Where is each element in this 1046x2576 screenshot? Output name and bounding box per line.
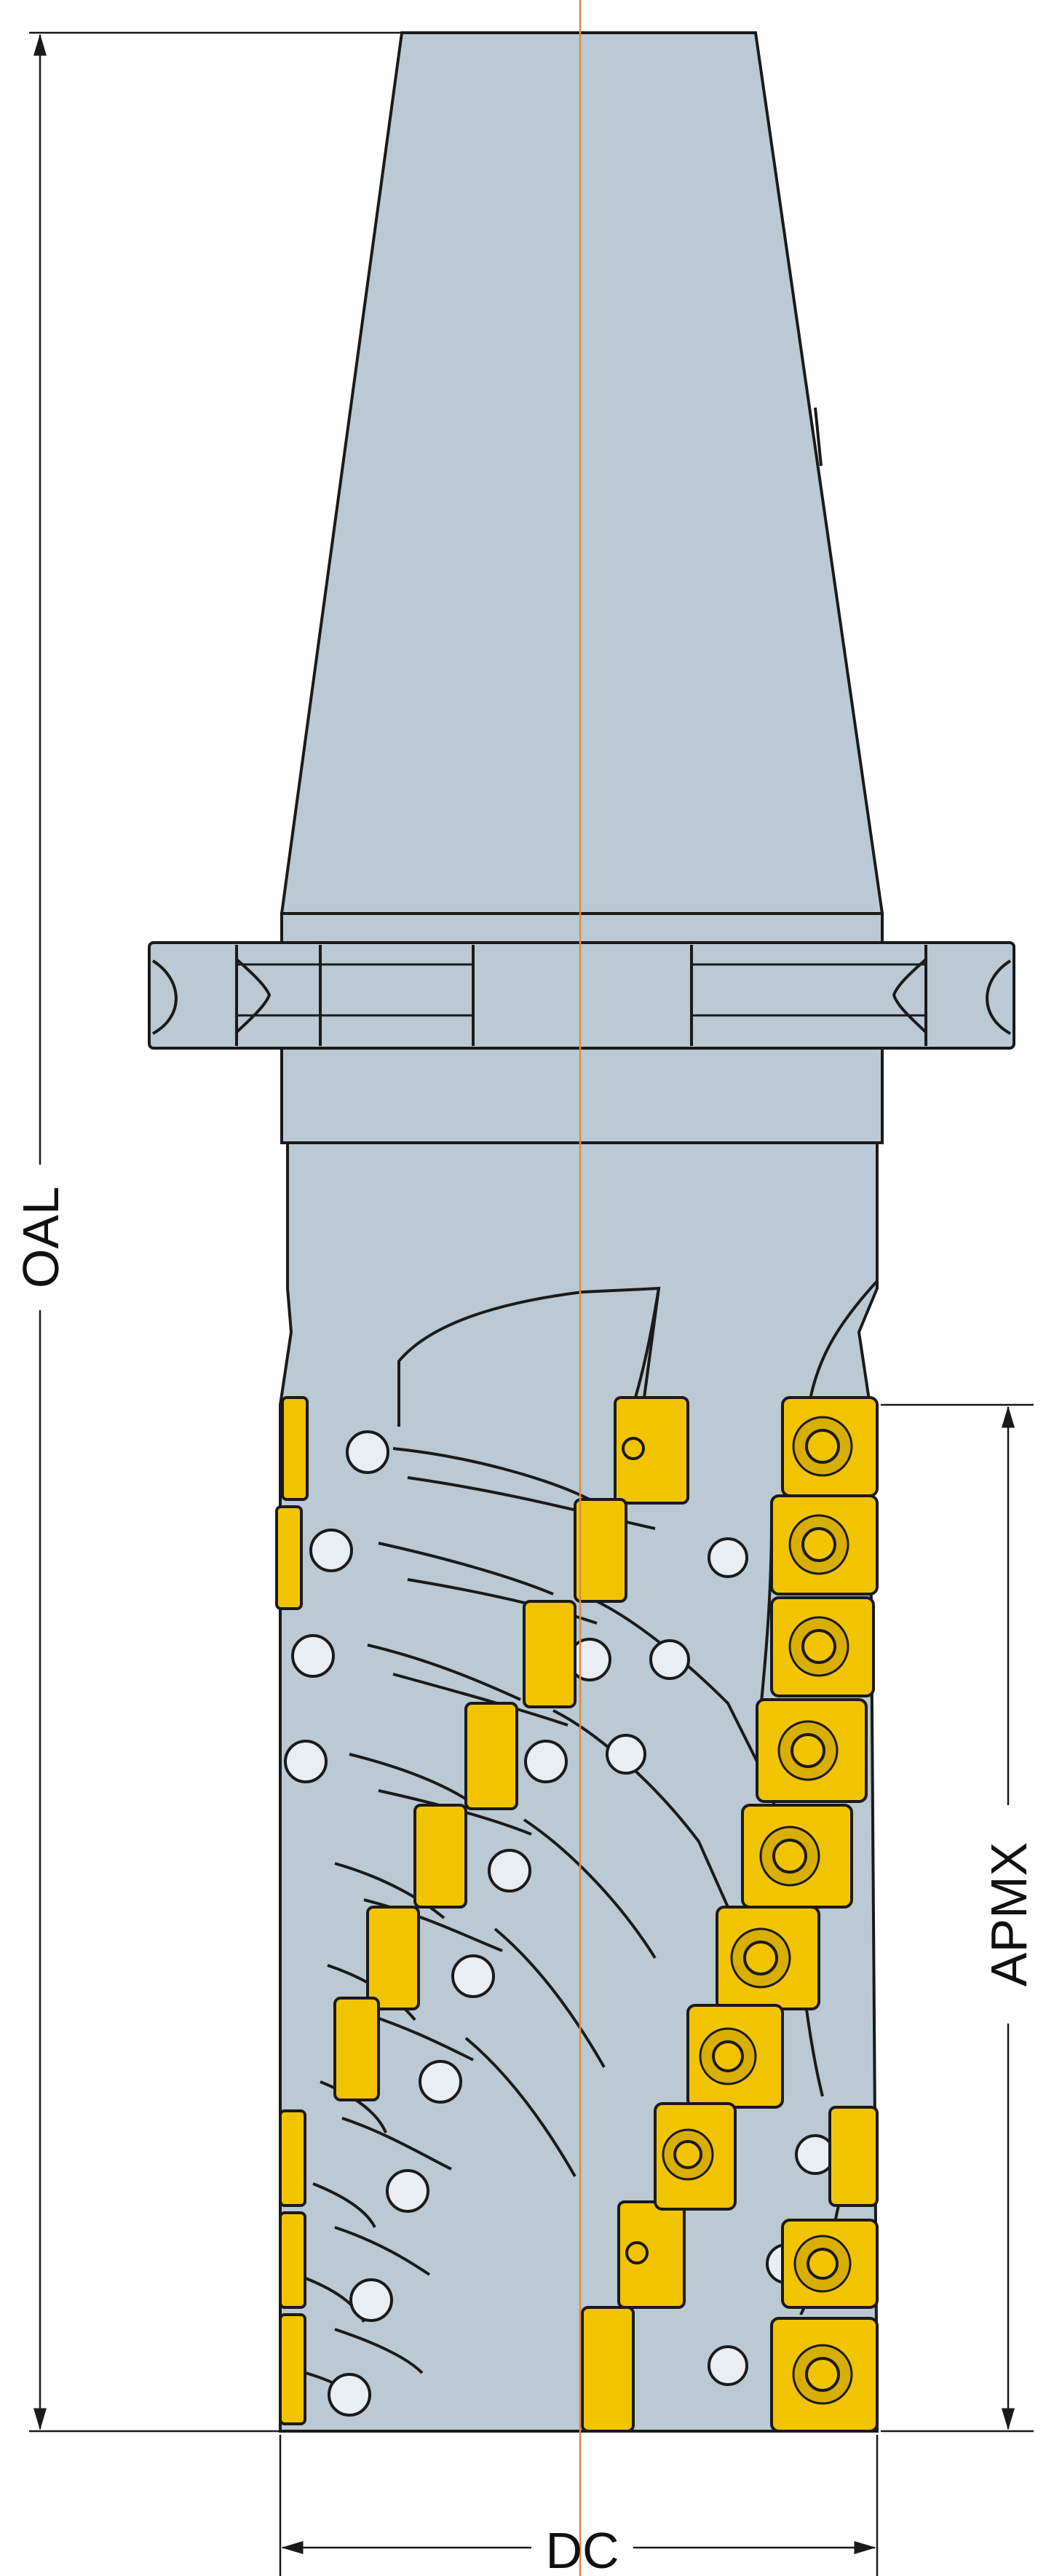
pocket-1	[346, 1430, 389, 1474]
dimension-dc: DC	[279, 2435, 879, 2576]
insert-right-4	[756, 1698, 868, 1803]
pocket-7	[488, 1849, 531, 1893]
insert-spiral-5	[413, 1804, 467, 1909]
pocket-4	[284, 1740, 328, 1783]
pocket-2	[309, 1529, 353, 1572]
screw-pockets	[284, 1430, 836, 2417]
insert-spiral-8	[617, 2200, 686, 2309]
apmx-label: APMX	[980, 1842, 1037, 1986]
insert-left-1	[281, 1396, 309, 1501]
insert-spiral-7	[333, 1997, 380, 2101]
pocket-3	[291, 1634, 335, 1678]
pocket-10	[386, 2169, 429, 2213]
insert-spiral-4	[464, 1702, 518, 1810]
pocket-9	[419, 2060, 462, 2104]
flange	[148, 912, 1015, 1050]
insert-right-9	[828, 2106, 879, 2207]
insert-right-8	[654, 2102, 737, 2211]
dimension-apmx: APMX	[881, 1403, 1037, 2433]
pocket-18	[708, 2345, 748, 2386]
insert-left-5	[279, 2313, 306, 2425]
insert-right-3	[770, 1596, 875, 1697]
insert-left-2	[275, 1505, 303, 1610]
insert-right-11	[770, 2317, 879, 2433]
insert-spiral-2	[574, 1498, 627, 1603]
dimension-oal: OAL	[12, 31, 402, 2433]
right-inserts	[654, 1396, 879, 2433]
pocket-8	[451, 1954, 495, 1998]
taper-shank	[280, 31, 884, 915]
insert-left-4	[279, 2211, 306, 2309]
insert-right-6	[716, 1906, 820, 2010]
insert-spiral-1-screw	[622, 1437, 645, 1460]
pocket-14	[649, 1639, 690, 1680]
pocket-12	[328, 2373, 371, 2417]
insert-right-1	[781, 1396, 879, 1497]
insert-left-3	[279, 2109, 306, 2207]
insert-spiral-1	[614, 1396, 689, 1505]
spiral-inserts	[333, 1396, 689, 2433]
pocket-15	[606, 1734, 646, 1775]
insert-spiral-8-screw	[625, 2241, 649, 2264]
oal-label: OAL	[12, 1186, 69, 1288]
collar	[280, 1047, 884, 1144]
pocket-6	[524, 1740, 568, 1783]
insert-spiral-9	[581, 2306, 635, 2433]
insert-right-5	[741, 1804, 853, 1909]
pocket-11	[349, 2278, 393, 2322]
insert-right-10	[781, 2219, 879, 2309]
insert-spiral-3	[523, 1600, 577, 1708]
insert-right-7	[686, 2004, 784, 2109]
dc-label: DC	[545, 2522, 619, 2576]
left-inserts	[275, 1396, 309, 2425]
pocket-13	[708, 1537, 748, 1578]
insert-right-2	[770, 1494, 879, 1596]
insert-spiral-6	[366, 1906, 420, 2010]
